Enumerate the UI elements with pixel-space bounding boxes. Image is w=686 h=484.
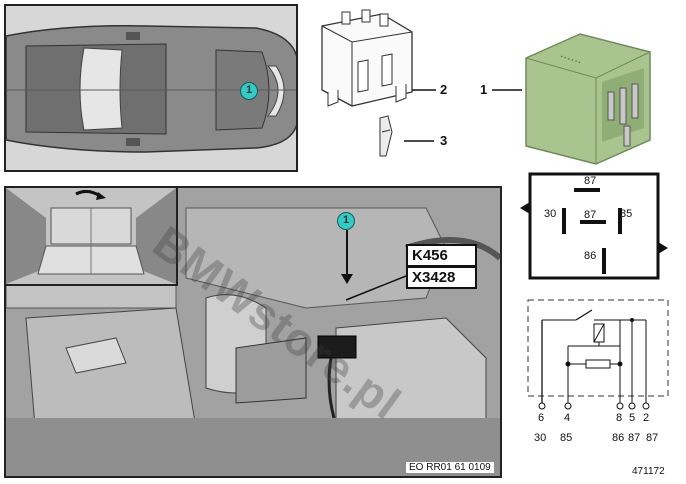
relay-pointer-arrow bbox=[341, 230, 353, 284]
schematic-terminal-86: 86 bbox=[612, 432, 625, 444]
face-pin-87-top: 87 bbox=[584, 175, 597, 187]
car-top-view-drawing bbox=[6, 24, 296, 153]
face-pin-85: 85 bbox=[620, 208, 633, 220]
relay-circuit-schematic bbox=[527, 299, 669, 410]
relay-id-label: K456 bbox=[406, 244, 477, 267]
relay-location-marker: 1 bbox=[337, 212, 355, 230]
interior-inset-panel bbox=[4, 186, 178, 286]
schematic-pin-6: 6 bbox=[538, 412, 545, 424]
part-2-callout: 2 bbox=[440, 82, 448, 97]
connector-leader-line bbox=[345, 275, 407, 301]
face-pin-86: 86 bbox=[584, 250, 597, 262]
part-3-leader bbox=[404, 140, 434, 142]
part-2-leader bbox=[412, 89, 436, 91]
connector-housing-drawing bbox=[321, 9, 413, 157]
schematic-terminal-30: 30 bbox=[534, 432, 547, 444]
part-1-callout: 1 bbox=[480, 82, 488, 97]
diagram-number: 471172 bbox=[632, 466, 665, 477]
face-pin-30: 30 bbox=[544, 208, 557, 220]
schematic-pin-8: 8 bbox=[616, 412, 623, 424]
relay-pin-face bbox=[520, 172, 668, 280]
face-pin-87-center: 87 bbox=[584, 209, 597, 221]
image-reference: EO RR01 61 0109 bbox=[406, 462, 494, 473]
installation-detail-drawing bbox=[6, 188, 500, 476]
schematic-pin-5: 5 bbox=[629, 412, 636, 424]
part-1-leader bbox=[492, 89, 522, 91]
schematic-terminal-85: 85 bbox=[560, 432, 573, 444]
car-location-marker: 1 bbox=[240, 82, 258, 100]
schematic-pin-4: 4 bbox=[564, 412, 571, 424]
interior-inset-drawing bbox=[6, 188, 176, 284]
part-3-callout: 3 bbox=[440, 133, 448, 148]
schematic-terminal-87b: 87 bbox=[646, 432, 659, 444]
schematic-terminal-87a: 87 bbox=[628, 432, 641, 444]
schematic-pin-2: 2 bbox=[643, 412, 650, 424]
connector-id-label: X3428 bbox=[406, 266, 477, 289]
relay-photo: • • • • • • bbox=[525, 33, 651, 165]
